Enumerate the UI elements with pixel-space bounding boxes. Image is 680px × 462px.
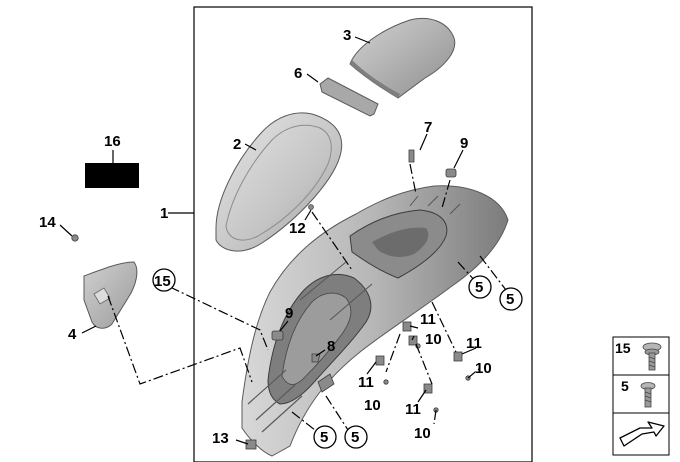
callout-5-c: 5 xyxy=(320,429,328,446)
callout-8: 8 xyxy=(327,338,335,355)
part-2-armrest-pad xyxy=(215,112,343,252)
callout-16: 16 xyxy=(104,133,121,150)
callout-14: 14 xyxy=(39,214,56,231)
callout-10-a: 10 xyxy=(425,331,442,348)
part-3-lid xyxy=(349,17,456,99)
part-4-cover xyxy=(83,261,138,329)
callout-5-d: 5 xyxy=(351,429,359,446)
callout-13: 13 xyxy=(212,430,229,447)
part-16-block xyxy=(85,163,139,188)
callout-9-lower: 9 xyxy=(285,305,293,322)
callout-15: 15 xyxy=(154,273,171,290)
callout-10-b: 10 xyxy=(475,360,492,377)
screw-15-icon xyxy=(642,342,662,371)
screw-5-icon xyxy=(640,382,656,408)
part-6-trim-strip xyxy=(319,77,379,117)
legend-label-5: 5 xyxy=(621,378,629,394)
legend-label-15: 15 xyxy=(615,340,631,356)
part-1-center-console xyxy=(241,185,509,457)
callout-6: 6 xyxy=(294,65,302,82)
callout-4: 4 xyxy=(68,326,77,343)
callout-10-c: 10 xyxy=(364,397,381,414)
callout-7: 7 xyxy=(424,119,432,136)
callout-5-a: 5 xyxy=(475,279,483,296)
legend-panel: 15 5 xyxy=(612,336,670,456)
callout-3: 3 xyxy=(343,27,351,44)
callout-10-d: 10 xyxy=(414,425,431,442)
callout-11-d: 11 xyxy=(405,401,421,418)
construction-lines xyxy=(107,163,507,435)
callout-11-b: 11 xyxy=(466,335,482,352)
callout-12: 12 xyxy=(289,220,306,237)
callout-11-c: 11 xyxy=(358,374,374,391)
callout-1: 1 xyxy=(160,205,168,222)
callout-5-b: 5 xyxy=(506,291,514,308)
callout-2: 2 xyxy=(233,136,241,153)
legend-cell-15 xyxy=(612,336,670,376)
callout-labels: 1 2 3 4 6 7 8 9 9 12 13 14 16 15 5 5 5 5… xyxy=(39,27,514,447)
arrow-symbol-icon xyxy=(619,421,665,447)
callout-11-a: 11 xyxy=(420,311,436,328)
callout-circles xyxy=(152,268,523,449)
legend-cell-5 xyxy=(612,374,670,414)
leader-lines xyxy=(59,36,477,445)
callout-9-upper: 9 xyxy=(460,135,468,152)
assembly-frame xyxy=(193,6,533,462)
hardware-fasteners xyxy=(71,149,471,450)
